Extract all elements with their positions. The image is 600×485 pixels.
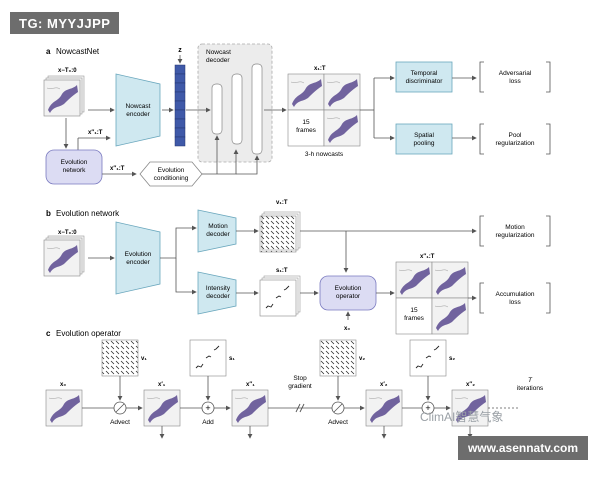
c-x2p-label: x′₂ bbox=[380, 382, 388, 388]
b-encoder-line2: encoder bbox=[126, 259, 150, 266]
a-temporal-line1: Temporal bbox=[411, 70, 438, 77]
a-adv-line2: loss bbox=[509, 78, 521, 85]
a-output-label: x₁:T bbox=[314, 66, 326, 72]
a-spatial-line1: Spatial bbox=[414, 132, 434, 139]
c-x1pp-frame bbox=[231, 389, 269, 427]
a-nowcast-encoder bbox=[115, 73, 161, 147]
svg-text:+: + bbox=[425, 403, 430, 413]
a-nowcasts-caption: 3-h nowcasts bbox=[305, 151, 344, 158]
b-intensity-decoder bbox=[197, 271, 237, 315]
c-v1-field bbox=[101, 339, 139, 377]
b-motreg-line1: Motion bbox=[505, 224, 525, 231]
a-pool-line1: Pool bbox=[508, 132, 522, 139]
a-input-radar-stack bbox=[44, 76, 84, 116]
c-s1-field bbox=[189, 339, 227, 377]
c-x0-label: x₀ bbox=[60, 382, 66, 388]
a-frames-line2: frames bbox=[296, 127, 317, 134]
b-frames-line2: frames bbox=[404, 315, 425, 322]
panel-b-letter: b bbox=[46, 209, 51, 218]
b-accloss-line1: Accumulation bbox=[495, 291, 534, 298]
c-x1p-label: x′₁ bbox=[158, 382, 166, 388]
a-adversarial-loss bbox=[479, 61, 551, 93]
a-xpp-label-1: x″₁:T bbox=[88, 130, 103, 136]
b-frames-line1: 15 bbox=[410, 307, 418, 314]
c-s2-field bbox=[409, 339, 447, 377]
c-add-label: Add bbox=[202, 419, 214, 426]
b-input-label: x−T₀:0 bbox=[58, 230, 77, 236]
a-decoder-line1: Nowcast bbox=[206, 49, 231, 56]
c-stop-line2: gradient bbox=[288, 383, 312, 390]
b-motion-regularization bbox=[479, 215, 551, 247]
a-encoder-line2: encoder bbox=[126, 111, 150, 118]
a-pool-regularization bbox=[479, 123, 551, 155]
b-operator-line1: Evolution bbox=[335, 285, 362, 292]
a-temporal-line2: discriminator bbox=[406, 78, 444, 85]
c-x1pp-label: x″₁ bbox=[246, 382, 255, 388]
b-motion-field-stack bbox=[259, 215, 297, 253]
wechat-watermark: ClimAI智慧气象 bbox=[420, 410, 504, 424]
panel-a-letter: a bbox=[46, 47, 51, 56]
a-z-label: z bbox=[178, 47, 182, 54]
a-spatial-pooling bbox=[395, 123, 453, 155]
b-encoder-line1: Evolution bbox=[125, 251, 152, 258]
a-decoder-line2: decoder bbox=[206, 57, 230, 64]
panel-a-title: NowcastNet bbox=[56, 47, 100, 56]
b-motion-decoder bbox=[197, 209, 237, 253]
c-s2-label: s₂ bbox=[449, 356, 455, 362]
b-x0-label: x₀ bbox=[344, 326, 350, 332]
panel-c-title: Evolution operator bbox=[56, 329, 121, 338]
c-v2-label: v₂ bbox=[359, 356, 365, 362]
a-evocond-line1: Evolution bbox=[158, 167, 185, 174]
a-input-label: x−T₀:0 bbox=[58, 68, 77, 74]
b-intensity-line1: Intensity bbox=[206, 285, 231, 292]
c-advect-label-2: Advect bbox=[328, 419, 348, 426]
c-v1-label: v₁ bbox=[141, 356, 147, 362]
c-x2p-frame bbox=[365, 389, 403, 427]
b-accumulation-loss bbox=[479, 282, 551, 314]
b-motreg-line2: regularization bbox=[495, 232, 534, 239]
a-encoder-line1: Nowcast bbox=[126, 103, 151, 110]
telegram-tag: TG: MYYJJPP bbox=[10, 12, 120, 34]
panel-b-title: Evolution network bbox=[56, 209, 120, 218]
c-iter-line1: T bbox=[528, 377, 533, 384]
b-s-label: s₁:T bbox=[276, 268, 288, 274]
c-x0-frame bbox=[45, 389, 83, 427]
b-v-label: v₁:T bbox=[276, 200, 288, 206]
b-intensity-field-stack bbox=[259, 279, 297, 317]
c-stop-line1: Stop bbox=[293, 375, 307, 382]
a-adv-line1: Adversarial bbox=[499, 70, 532, 77]
b-evolution-encoder bbox=[115, 221, 161, 295]
a-evonet-line1: Evolution bbox=[61, 159, 88, 166]
a-z-vector bbox=[174, 64, 186, 147]
c-advect-label-1: Advect bbox=[110, 419, 130, 426]
a-frames-line1: 15 bbox=[302, 119, 310, 126]
b-accloss-line2: loss bbox=[509, 299, 521, 306]
c-x1p-frame bbox=[143, 389, 181, 427]
a-evonet-line2: network bbox=[63, 167, 87, 174]
b-operator-line2: operator bbox=[336, 293, 361, 300]
panel-c-letter: c bbox=[46, 329, 51, 338]
a-xpp-label-2: x″₁:T bbox=[110, 166, 125, 172]
c-x2pp-label: x″₂ bbox=[466, 382, 475, 388]
site-watermark: www.asennatv.com bbox=[457, 436, 588, 460]
a-spatial-line2: pooling bbox=[414, 140, 435, 147]
a-evolution-network bbox=[45, 149, 103, 185]
b-intensity-line2: decoder bbox=[206, 293, 230, 300]
a-evocond-line2: conditioning bbox=[154, 175, 189, 182]
b-output-label: x″₁:T bbox=[420, 254, 435, 260]
a-temporal-discriminator bbox=[395, 61, 453, 93]
svg-text:+: + bbox=[205, 403, 210, 413]
c-s1-label: s₁ bbox=[229, 356, 235, 362]
b-motion-line2: decoder bbox=[206, 231, 230, 238]
a-pool-line2: regularization bbox=[495, 140, 534, 147]
c-iter-line2: iterations bbox=[517, 385, 544, 392]
b-motion-line1: Motion bbox=[208, 223, 228, 230]
a-evolution-conditioning bbox=[139, 161, 203, 187]
c-v2-field bbox=[319, 339, 357, 377]
